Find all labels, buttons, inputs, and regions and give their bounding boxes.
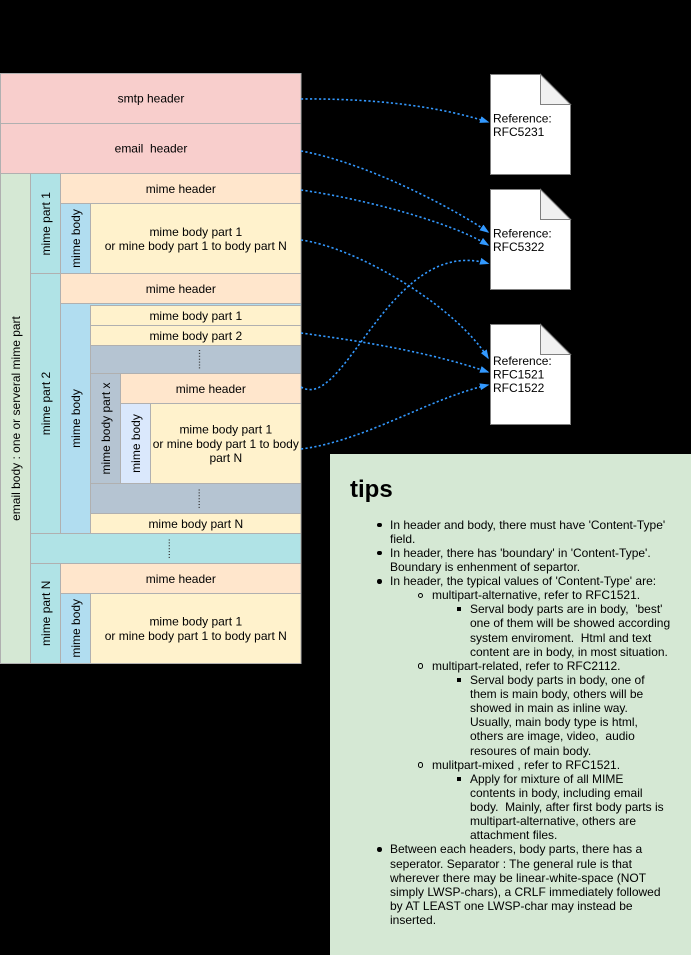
svg-text:Reference:: Reference: (493, 226, 552, 240)
svg-text:mime header: mime header (146, 182, 216, 196)
svg-text:or mine body part 1 to body: or mine body part 1 to body (153, 437, 299, 451)
svg-text:mime part N: mime part N (39, 581, 53, 646)
svg-text:mime part 1: mime part 1 (39, 192, 53, 256)
svg-text:mime header: mime header (146, 572, 216, 586)
svg-text:mime part 2: mime part 2 (39, 372, 53, 436)
svg-text:mime body part 1: mime body part 1 (149, 309, 242, 323)
svg-text:RFC1522: RFC1522 (493, 381, 545, 395)
svg-text:mime body: mime body (69, 389, 83, 448)
svg-text:mime body: mime body (129, 414, 143, 473)
svg-text:or mine body part 1 to body pa: or mine body part 1 to body part N (105, 239, 287, 253)
svg-text:mime body part 1: mime body part 1 (149, 225, 242, 239)
svg-text:mime header: mime header (176, 382, 246, 396)
svg-text:mime body part N: mime body part N (148, 517, 243, 531)
svg-text:email body : one or serveral m: email body : one or serveral mime part (9, 315, 23, 520)
svg-text:email header: email header (115, 142, 188, 156)
svg-text:part N: part N (209, 451, 242, 465)
svg-text:mime body part x: mime body part x (99, 382, 113, 474)
svg-text:mime body part 1: mime body part 1 (149, 615, 242, 629)
svg-text:mime body part 1: mime body part 1 (179, 423, 272, 437)
svg-text:mime body part 2: mime body part 2 (149, 329, 242, 343)
svg-text:Reference:: Reference: (493, 111, 552, 125)
svg-text:Reference:: Reference: (493, 354, 552, 368)
svg-text:or mine body part 1 to body pa: or mine body part 1 to body part N (105, 629, 287, 643)
svg-text:RFC1521: RFC1521 (493, 367, 545, 381)
svg-text:mime body: mime body (69, 209, 83, 268)
svg-text:RFC5231: RFC5231 (493, 125, 545, 139)
svg-text:RFC5322: RFC5322 (493, 240, 545, 254)
svg-text:mime body: mime body (69, 599, 83, 658)
svg-text:mime header: mime header (146, 282, 216, 296)
svg-text:smtp header: smtp header (118, 92, 185, 106)
